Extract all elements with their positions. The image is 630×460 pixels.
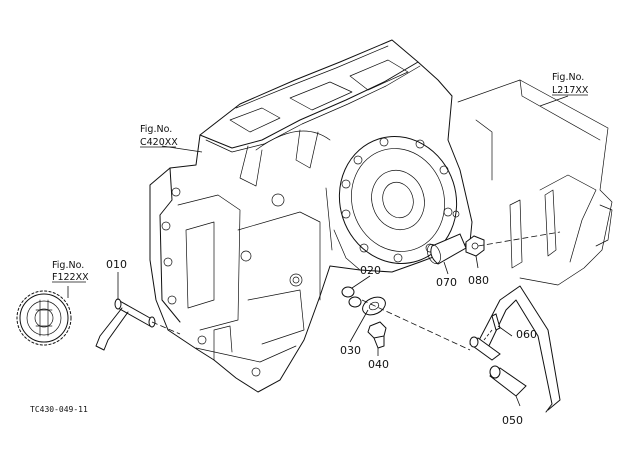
- rear-housing-outline: [457, 79, 613, 286]
- fig-ref-center-line1: Fig.No.: [140, 124, 172, 135]
- part-010-lever-shaft: [95, 298, 156, 351]
- part-label-080: 080: [468, 274, 489, 287]
- fig-ref-right-line1: Fig.No.: [552, 72, 584, 83]
- part-050-pipe: [469, 285, 561, 413]
- part-020-o-rings: [341, 286, 362, 308]
- part-040-bolt: [367, 321, 387, 349]
- leader-lines: [67, 95, 569, 407]
- part-060-pin: [491, 313, 501, 331]
- transmission-case: [149, 39, 473, 393]
- part-030-washer: [362, 296, 386, 316]
- part-label-030: 030: [340, 344, 361, 357]
- fig-ref-right-line2: L217XX: [552, 85, 589, 96]
- part-label-040: 040: [368, 358, 389, 371]
- part-080-nut: [465, 235, 485, 257]
- fig-ref-left-line1: Fig.No.: [52, 260, 84, 271]
- part-label-050: 050: [502, 414, 523, 427]
- part-label-020: 020: [360, 264, 381, 277]
- fig-ref-left-line2: F122XX: [52, 272, 89, 283]
- part-label-010: 010: [106, 258, 127, 271]
- part-label-070: 070: [436, 276, 457, 289]
- gear: [16, 290, 72, 346]
- fig-ref-center-line2: C420XX: [140, 137, 178, 148]
- part-070-cap: [427, 233, 467, 265]
- drawing-code: TC430-049-11: [30, 405, 88, 414]
- part-label-060: 060: [516, 328, 537, 341]
